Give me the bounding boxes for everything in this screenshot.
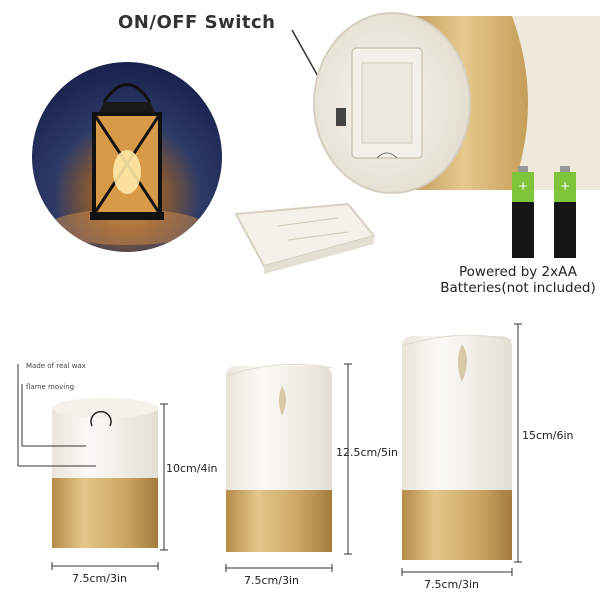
candle-small (52, 398, 158, 548)
candles-illustration (17, 323, 522, 576)
dimension-lines (51, 323, 522, 576)
svg-text:+: + (518, 179, 528, 193)
switch-icon (336, 108, 346, 126)
on-off-switch-label: ON/OFF Switch (118, 12, 276, 33)
svg-text:+: + (560, 179, 570, 193)
aa-batteries-image: + + (510, 164, 590, 260)
rotate-arrow-icon (90, 410, 112, 427)
battery-icon: + (554, 166, 576, 258)
candle-large-width: 7.5cm/3in (424, 578, 479, 591)
flame-icon (279, 386, 286, 416)
flame-icon (458, 344, 467, 382)
batteries-line1: Powered by 2xAA (459, 264, 577, 280)
lantern-photo (32, 62, 222, 252)
flame-moving-label: flame moving (26, 383, 75, 391)
batteries-line2: Batteries(not included) (440, 280, 596, 296)
candle-medium-width: 7.5cm/3in (244, 574, 299, 587)
candle-large-height: 15cm/6in (522, 429, 574, 442)
candle-medium-height: 12.5cm/5in (336, 446, 398, 459)
candle-small-height: 10cm/4in (166, 462, 218, 475)
batteries-caption: Powered by 2xAA Batteries(not included) (438, 264, 598, 296)
battery-cover-image (228, 196, 378, 274)
candle-medium (225, 363, 333, 552)
lantern-icon (47, 83, 207, 245)
battery-icon: + (512, 166, 534, 258)
battery-compartment-image (312, 8, 600, 198)
candle-large (401, 334, 513, 560)
candle-small-width: 7.5cm/3in (72, 572, 127, 585)
real-wax-label: Made of real wax (26, 362, 86, 370)
